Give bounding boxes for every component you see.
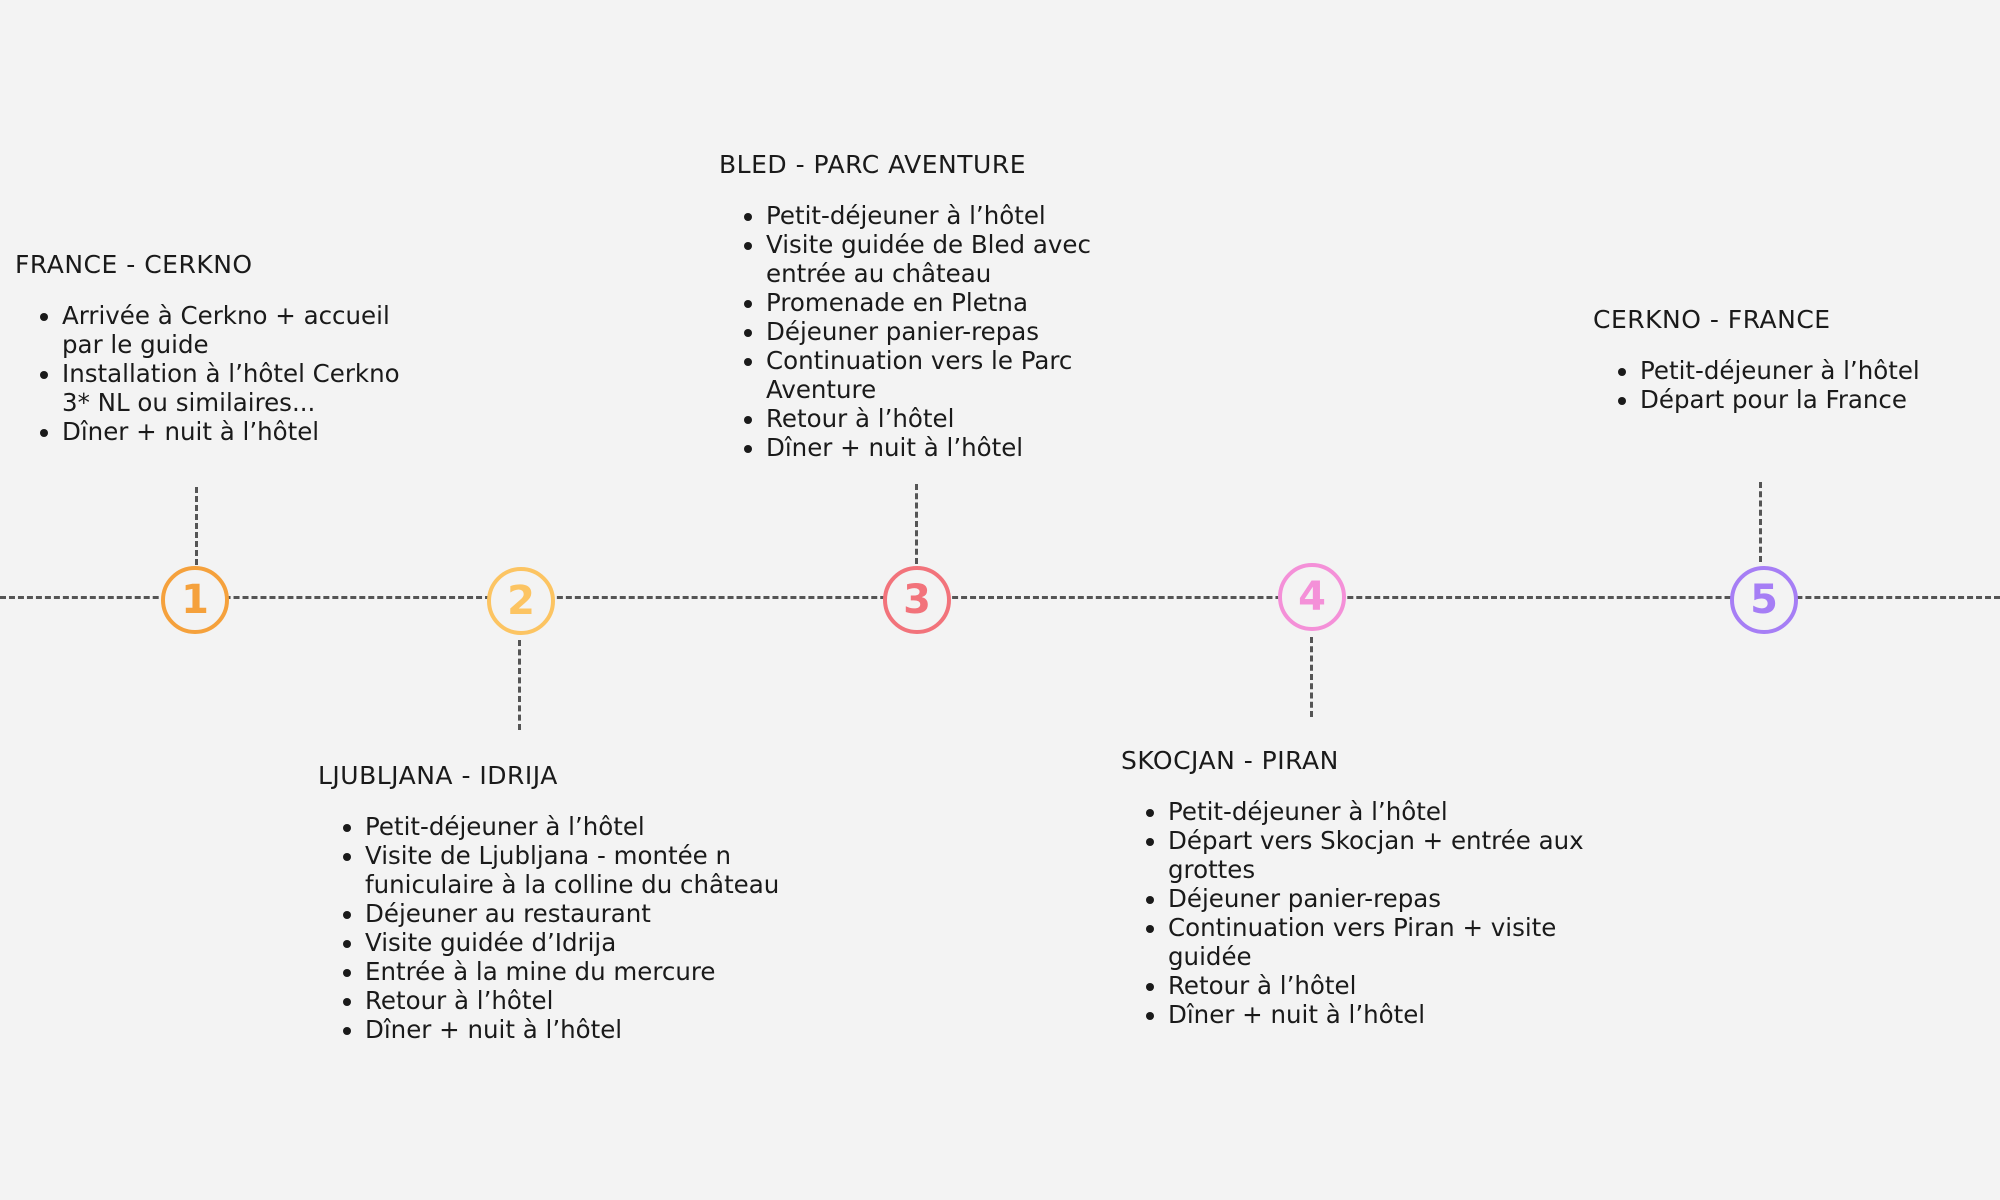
step-number-5: 5 — [1750, 577, 1778, 623]
connector-3 — [915, 484, 918, 564]
day-block-5: CERKNO - FRANCE Petit-déjeuner à l’hôtel… — [1593, 305, 1993, 414]
day-list-1: Arrivée à Cerkno + accueil par le guide … — [15, 301, 405, 446]
list-item: Visite de Ljubljana - montée n funiculai… — [365, 841, 788, 899]
list-item: Dîner + nuit à l’hôtel — [766, 433, 1129, 462]
list-item: Continuation vers Piran + visite guidée — [1168, 913, 1591, 971]
step-number-2: 2 — [507, 578, 535, 624]
list-item: Visite guidée de Bled avec entrée au châ… — [766, 230, 1129, 288]
list-item: Déjeuner au restaurant — [365, 899, 788, 928]
list-item: Continuation vers le Parc Aventure — [766, 346, 1129, 404]
connector-2 — [518, 640, 521, 730]
list-item: Départ pour la France — [1640, 385, 1993, 414]
connector-4 — [1310, 637, 1313, 717]
list-item: Déjeuner panier-repas — [1168, 884, 1591, 913]
list-item: Petit-déjeuner à l’hôtel — [365, 812, 788, 841]
list-item: Retour à l’hôtel — [365, 986, 788, 1015]
list-item: Visite guidée d’Idrija — [365, 928, 788, 957]
step-circle-1: 1 — [161, 566, 229, 634]
list-item: Petit-déjeuner à l’hôtel — [766, 201, 1129, 230]
step-number-3: 3 — [903, 577, 931, 623]
day-block-4: SKOCJAN - PIRAN Petit-déjeuner à l’hôtel… — [1121, 746, 1591, 1029]
step-circle-2: 2 — [487, 567, 555, 635]
step-circle-3: 3 — [883, 566, 951, 634]
list-item: Petit-déjeuner à l’hôtel — [1168, 797, 1591, 826]
day-list-5: Petit-déjeuner à l’hôtel Départ pour la … — [1593, 356, 1993, 414]
connector-5 — [1759, 482, 1762, 562]
step-number-4: 4 — [1298, 574, 1326, 620]
list-item: Dîner + nuit à l’hôtel — [1168, 1000, 1591, 1029]
day-block-3: BLED - PARC AVENTURE Petit-déjeuner à l’… — [719, 150, 1129, 462]
list-item: Arrivée à Cerkno + accueil par le guide — [62, 301, 405, 359]
list-item: Installation à l’hôtel Cerkno 3* NL ou s… — [62, 359, 405, 417]
list-item: Départ vers Skocjan + entrée aux grottes — [1168, 826, 1591, 884]
day-title-1: FRANCE - CERKNO — [15, 250, 253, 279]
list-item: Petit-déjeuner à l’hôtel — [1640, 356, 1993, 385]
step-number-1: 1 — [181, 577, 209, 623]
step-circle-4: 4 — [1278, 563, 1346, 631]
day-list-3: Petit-déjeuner à l’hôtel Visite guidée d… — [719, 201, 1129, 462]
list-item: Déjeuner panier-repas — [766, 317, 1129, 346]
timeline-line — [0, 596, 2000, 599]
day-block-1: FRANCE - CERKNO Arrivée à Cerkno + accue… — [15, 250, 405, 446]
list-item: Dîner + nuit à l’hôtel — [365, 1015, 788, 1044]
day-title-2: LJUBLJANA - IDRIJA — [318, 761, 558, 790]
day-list-4: Petit-déjeuner à l’hôtel Départ vers Sko… — [1121, 797, 1591, 1029]
connector-1 — [195, 487, 198, 565]
day-block-2: LJUBLJANA - IDRIJA Petit-déjeuner à l’hô… — [318, 761, 788, 1044]
list-item: Promenade en Pletna — [766, 288, 1129, 317]
list-item: Dîner + nuit à l’hôtel — [62, 417, 405, 446]
day-title-3: BLED - PARC AVENTURE — [719, 150, 1026, 179]
list-item: Retour à l’hôtel — [766, 404, 1129, 433]
list-item: Retour à l’hôtel — [1168, 971, 1591, 1000]
day-list-2: Petit-déjeuner à l’hôtel Visite de Ljubl… — [318, 812, 788, 1044]
day-title-5: CERKNO - FRANCE — [1593, 305, 1831, 334]
list-item: Entrée à la mine du mercure — [365, 957, 788, 986]
day-title-4: SKOCJAN - PIRAN — [1121, 746, 1339, 775]
step-circle-5: 5 — [1730, 566, 1798, 634]
